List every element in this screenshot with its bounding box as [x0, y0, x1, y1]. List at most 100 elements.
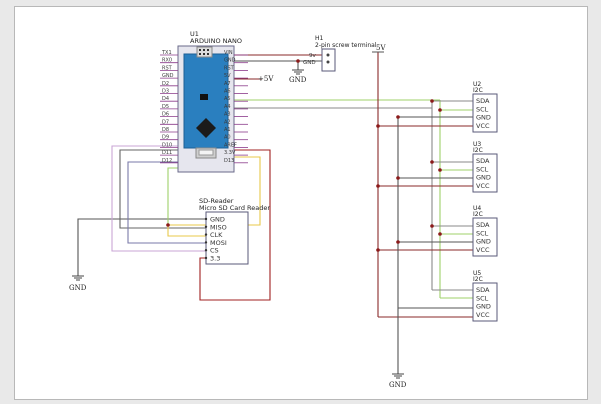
arduino-pin-label: A4: [224, 104, 231, 110]
sd-pin-label: GND: [210, 216, 225, 224]
sd-name: Micro SD Card Reader: [199, 204, 270, 212]
junction-dot: [430, 224, 434, 228]
arduino-pin-label: A1: [224, 127, 231, 133]
terminal-body: [321, 48, 336, 72]
sd-pin-dot: [204, 249, 208, 252]
gnd-symbol-bottom: GND: [389, 373, 407, 389]
terminal-ref: H1: [315, 35, 324, 42]
reset-button: [200, 94, 208, 100]
arduino-pin-label: D9: [162, 135, 169, 141]
arduino-pin-label: D4: [162, 96, 169, 102]
terminal-pin-9v: 9v: [309, 53, 316, 59]
junction-dot: [438, 168, 442, 172]
sd-pin-label: 3.3: [210, 255, 220, 263]
arduino-pin-label: D2: [162, 81, 169, 87]
arduino-pin-label: 5V: [224, 73, 231, 79]
i2c-modules: U2I2CSDASCLGNDVCCU3I2CSDASCLGNDVCCU4I2CS…: [472, 81, 498, 322]
arduino-pin-label: GND: [162, 73, 174, 79]
sd-pin-dot: [204, 233, 208, 236]
sd-pin-label: MISO: [210, 223, 227, 231]
arduino-pin-label: GND: [224, 58, 236, 64]
arduino-pin-label: VIN: [224, 50, 233, 56]
i2c-type: I2C: [473, 276, 483, 283]
sd-pin-dot: [204, 256, 208, 260]
i2c-pin-label: VCC: [476, 182, 490, 190]
arduino-pin-label: D12: [162, 158, 172, 164]
i2c-body: [472, 153, 498, 193]
bus-5v-label: 5V: [376, 44, 386, 52]
arduino-pin-label: D10: [162, 142, 172, 148]
arduino-pin-label: A5: [224, 96, 231, 102]
arduino-pin-label: A6: [224, 89, 231, 95]
sd-3v3-wire: [199, 149, 271, 301]
sd-pin-dot: [204, 225, 208, 228]
gnd-label-left: GND: [69, 284, 87, 292]
sd-pin-dot: [204, 217, 208, 221]
arduino-pin-label: D3: [162, 89, 169, 95]
arduino-pin-label: D7: [162, 119, 169, 125]
junction-dot: [438, 108, 442, 112]
arduino-pin-label: AREF: [224, 142, 237, 148]
arduino-nano[interactable]: U1 ARDUINO NANO TX1RX0RSTGNDD2D3D4D5D6D7…: [160, 30, 248, 173]
terminal-name: 2-pin screw terminal: [315, 42, 377, 49]
i2c-pin-label: SDA: [476, 97, 490, 105]
sd-pin-label: CLK: [210, 231, 223, 239]
junction-dot: [296, 59, 300, 63]
i2c-body: [472, 282, 498, 322]
arduino-pin-label: RX0: [162, 58, 172, 64]
i2c-pin-label: SDA: [476, 221, 490, 229]
junction-dot: [430, 160, 434, 164]
i2c-type: I2C: [473, 87, 483, 94]
mcu-chip: [196, 118, 216, 138]
i2c-pin-label: VCC: [476, 122, 490, 130]
arduino-pin-label: D13: [224, 158, 234, 164]
i2c-pin-label: GND: [476, 114, 491, 122]
sd-pin-label: MOSI: [210, 239, 227, 247]
arduino-pin-label: A7: [224, 81, 231, 87]
sd-clk-wire2: [167, 167, 178, 225]
gnd-symbol-left: GND: [69, 275, 87, 292]
junction-dot: [376, 184, 380, 188]
i2c-body: [472, 217, 498, 257]
sd-mosi-wire: [127, 161, 206, 244]
junction-dot: [438, 232, 442, 236]
sd-gnd-wire: [77, 218, 206, 276]
sd-cs-wire: [111, 145, 206, 252]
sd-pin-label: CS: [210, 247, 219, 255]
sd-reader[interactable]: SD-Reader Micro SD Card Reader GNDMISOCL…: [199, 197, 270, 265]
arduino-pin-label: A2: [224, 119, 231, 125]
sd-miso-wire: [119, 149, 206, 229]
gnd-label-bottom: GND: [389, 381, 407, 389]
junction-dot: [376, 248, 380, 252]
junction-dot: [376, 124, 380, 128]
arduino-pin-label: A0: [224, 135, 231, 141]
gnd-symbol-terminal: GND: [289, 69, 307, 84]
i2c-ref: U2: [473, 81, 481, 88]
arduino-name: ARDUINO NANO: [190, 37, 242, 45]
i2c-body: [472, 93, 498, 133]
i2c-type: I2C: [473, 147, 483, 154]
wires: [77, 52, 473, 374]
i2c-pin-label: SDA: [476, 286, 490, 294]
sd-pin-dot: [204, 241, 208, 244]
arduino-pin-label: A3: [224, 112, 231, 118]
arduino-pin-label: RST: [162, 65, 173, 71]
screw-terminal[interactable]: H1 2-pin screw terminal 9v GND: [303, 35, 377, 72]
junctions: [166, 59, 442, 252]
arduino-ref: U1: [190, 30, 199, 38]
i2c-type: I2C: [473, 211, 483, 218]
i2c-pin-label: SCL: [476, 294, 489, 302]
sd-ref: SD-Reader: [199, 197, 234, 205]
plus5v-label: +5V: [258, 75, 274, 83]
arduino-pin-label: TX1: [161, 50, 172, 56]
icsp-header: [196, 46, 213, 58]
power-symbols: +5V 5V GND GND GND: [69, 44, 407, 389]
i2c-ref: U4: [473, 205, 481, 212]
